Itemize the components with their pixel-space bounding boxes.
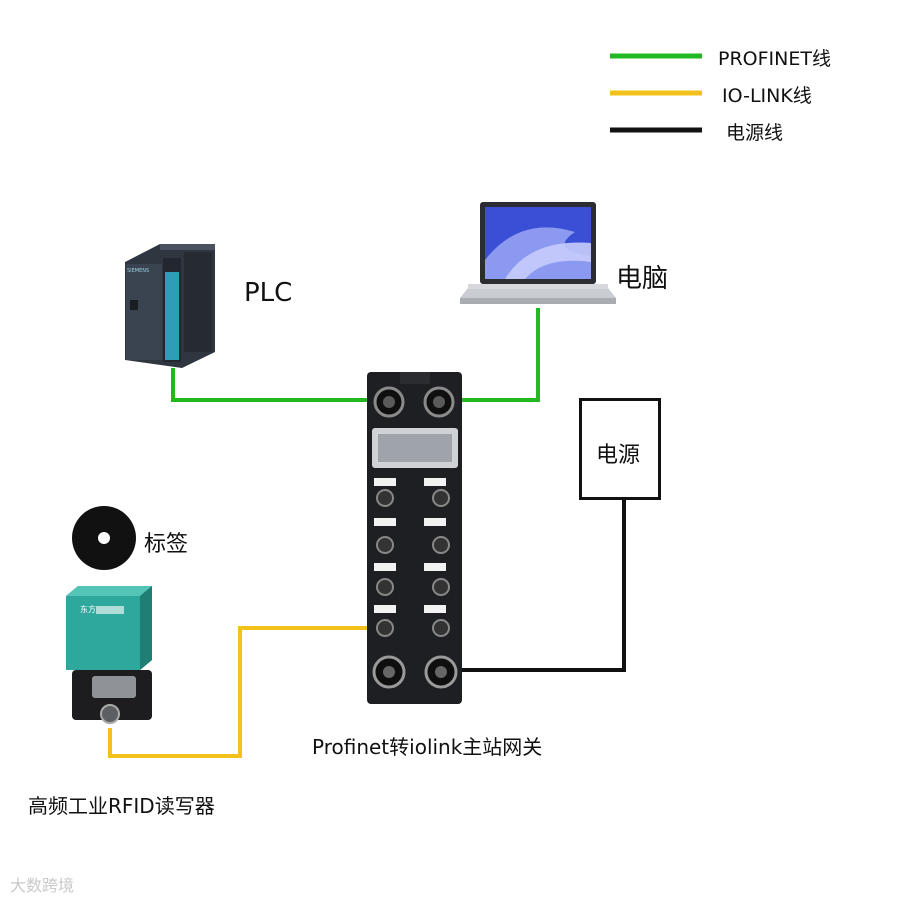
legend-label-profinet: PROFINET线	[718, 48, 831, 70]
tag-label: 标签	[144, 532, 189, 557]
power-supply-box	[579, 398, 661, 500]
svg-text:东方: 东方	[80, 604, 96, 614]
reader-label: 高频工业RFID读写器	[28, 794, 215, 818]
profinet-line-plc	[171, 368, 385, 402]
gateway-device	[367, 372, 462, 704]
legend-label-power: 电源线	[726, 122, 784, 144]
legend-label-iolink: IO-LINK线	[722, 85, 812, 107]
rfid-reader-device: 东方	[66, 586, 152, 724]
svg-text:SIEMENS: SIEMENS	[127, 268, 149, 274]
computer-label: 电脑	[616, 264, 669, 294]
laptop-device	[460, 202, 616, 304]
power-label: 电源	[596, 443, 641, 468]
rfid-tag	[72, 506, 136, 570]
watermark: 大数跨境	[10, 876, 75, 895]
profinet-line-computer	[446, 308, 540, 402]
gateway-label: Profinet转iolink主站网关	[312, 735, 543, 759]
iolink-line	[108, 626, 382, 758]
power-line	[442, 500, 626, 672]
plc-label: PLC	[244, 278, 293, 308]
plc-device: SIEMENS	[125, 244, 215, 368]
